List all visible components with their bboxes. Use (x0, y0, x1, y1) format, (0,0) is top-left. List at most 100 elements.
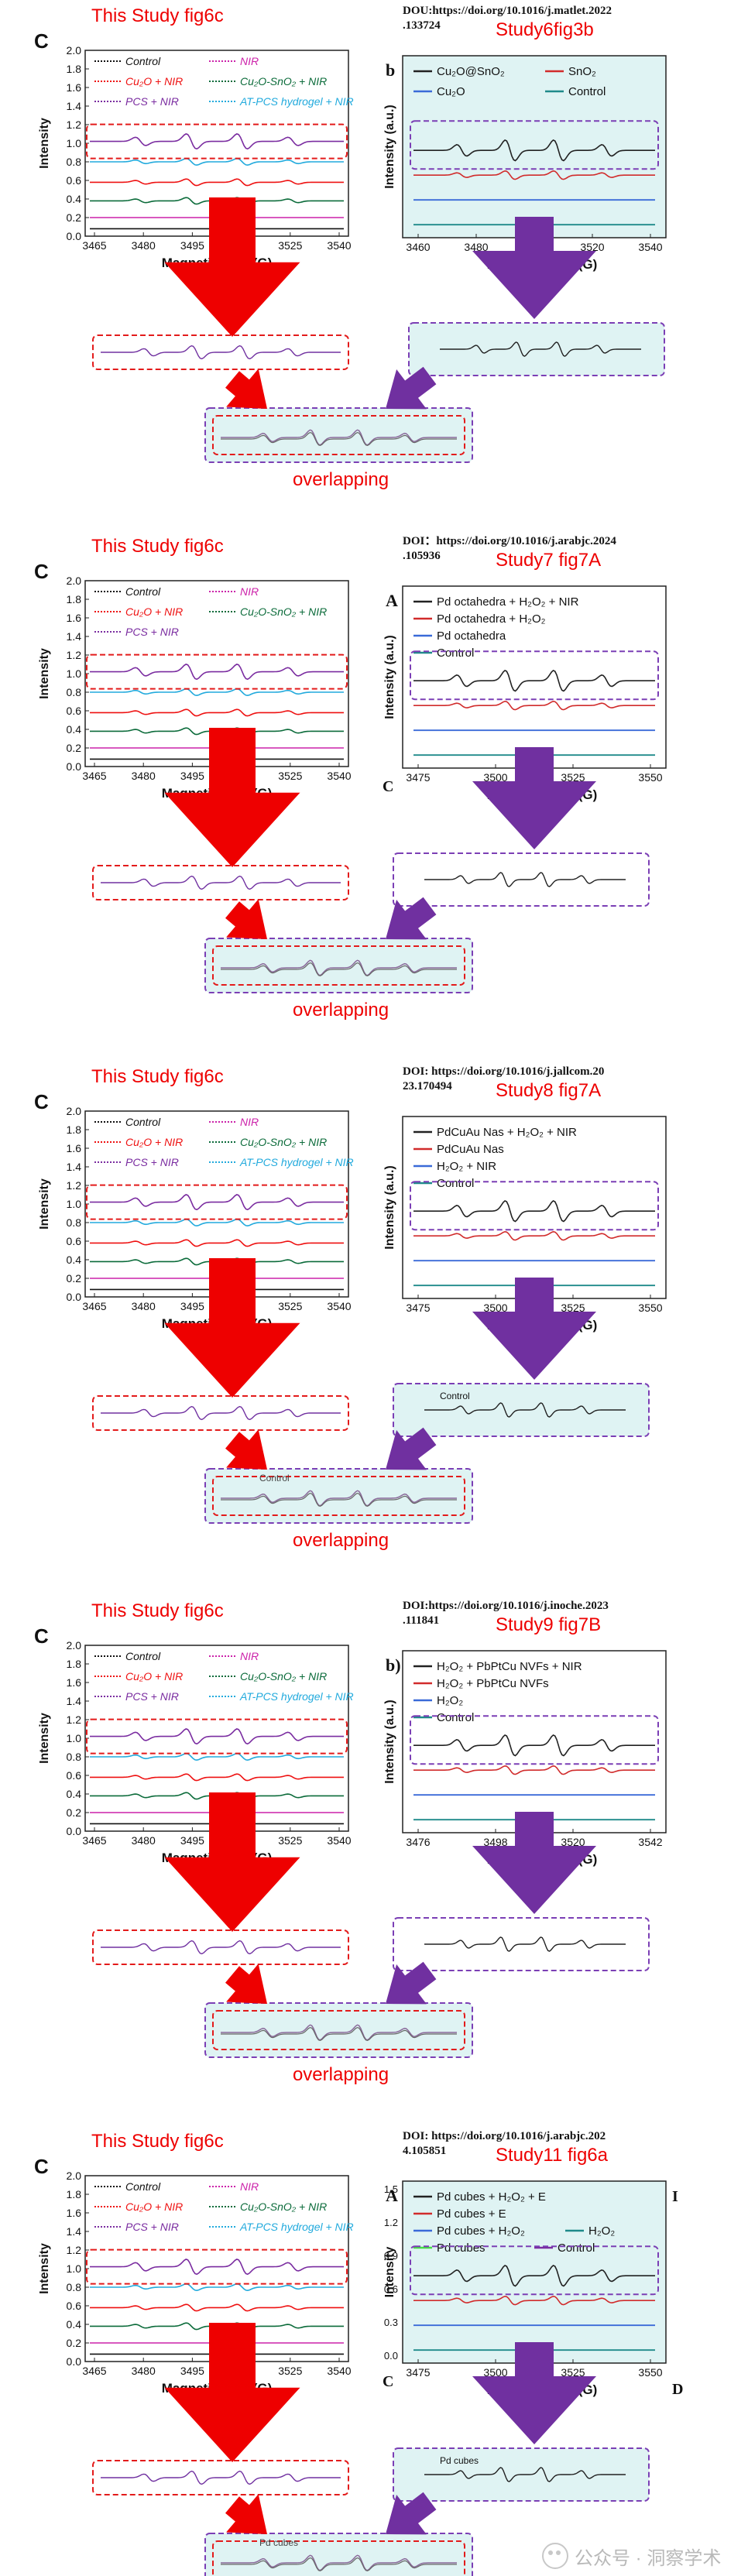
legend-entry: PCS + NIR (125, 1690, 179, 1703)
x-tick-label: 3465 (82, 2365, 106, 2377)
legend-entry: Cu₂O + NIR (125, 75, 183, 87)
legend-entry: SnO₂ (568, 65, 596, 78)
y-tick-label: 2.0 (67, 575, 82, 587)
x-tick-label: 3460 (406, 241, 430, 253)
y-tick-label: 2.0 (67, 1105, 82, 1117)
doi-text: .111841 (403, 1614, 439, 1627)
overlap-box-red (212, 945, 465, 986)
overlap-bg (205, 1469, 472, 1523)
overlap-signal-b (221, 962, 457, 977)
y-tick-label: 1.4 (67, 1161, 82, 1173)
purple-diagonal-arrow (386, 2492, 437, 2535)
extracted-box-purple (393, 1383, 650, 1437)
x-tick-label: 3540 (327, 1834, 351, 1847)
legend-entry: Pd cubes + E (437, 2207, 506, 2221)
legend-entry: Cu₂O-SnO₂ + NIR (240, 1136, 327, 1148)
overlap-box-red (212, 1476, 465, 1516)
purple-diagonal-arrow (386, 1427, 437, 1470)
doi-text: 23.170494 (403, 1080, 452, 1092)
legend-entry: NIR (240, 2180, 259, 2193)
legend-entry: PCS + NIR (125, 2221, 179, 2233)
y-tick-label: 1.6 (67, 2207, 82, 2219)
legend-entry: H₂O₂ + NIR (437, 1160, 496, 1173)
legend-entry: Cu₂O (437, 85, 465, 98)
y-tick-label: 0.8 (67, 2281, 82, 2293)
x-tick-label: 3525 (278, 239, 302, 252)
legend-entry: PCS + NIR (125, 626, 179, 638)
x-tick-label: 3500 (483, 771, 507, 784)
y-tick-label: 1.0 (67, 1198, 82, 1210)
comparison-block: This Study fig6cC34653480349535103525354… (34, 535, 667, 1020)
y-tick-label: 1.2 (384, 2217, 398, 2228)
overlapping-label: overlapping (293, 2064, 389, 2085)
x-tick-label: 3525 (561, 1302, 585, 1314)
x-tick-label: 3550 (638, 1302, 662, 1314)
overlap-signal-b (221, 431, 457, 447)
overlap-box-red (212, 2540, 465, 2576)
legend-entry: NIR (240, 55, 259, 67)
highlight-box-purple (410, 2245, 659, 2296)
extracted-signal (440, 341, 641, 357)
spectrum-trace (90, 133, 344, 150)
extracted-signal (424, 1936, 626, 1952)
x-tick-label: 3475 (406, 1302, 430, 1314)
x-tick-label: 3540 (327, 1300, 351, 1312)
legend-entry: NIR (240, 1650, 259, 1662)
x-tick-label: 3500 (483, 2366, 507, 2379)
overlap-box-red (212, 415, 465, 455)
spectrum-trace (413, 669, 655, 692)
legend-entry: Pd cubes + H₂O₂ (437, 2224, 525, 2238)
doi-text: .133724 (403, 19, 441, 32)
wechat-icon (542, 2543, 568, 2569)
y-tick-label: 0.0 (67, 230, 82, 242)
extracted-signal (101, 345, 341, 360)
y-tick-label: 0.8 (67, 156, 82, 168)
y-tick-label: 1.0 (67, 2262, 82, 2275)
y-tick-label: 0.0 (67, 1825, 82, 1837)
comparison-block: This Study fig6cC34653480349535103525354… (34, 1065, 667, 1551)
x-tick-label: 3540 (327, 770, 351, 782)
x-tick-label: 3550 (638, 2366, 662, 2379)
x-tick-label: 3540 (327, 239, 351, 252)
legend-entry: Cu₂O-SnO₂ + NIR (240, 75, 327, 87)
x-tick-label: 3540 (638, 241, 662, 253)
x-tick-label: 3465 (82, 770, 106, 782)
spectrum-trace (90, 664, 344, 681)
extracted-signal (424, 2467, 626, 2482)
spectrum-trace (413, 1199, 655, 1223)
legend-entry: Cu₂O@SnO₂ (437, 65, 505, 78)
panel-letter: I (672, 2188, 678, 2205)
overlap-signal-a (221, 959, 457, 976)
doi-text: DOI: https://doi.org/10.1016/j.arabjc.20… (403, 2130, 606, 2142)
y-tick-label: 0.0 (384, 2350, 398, 2362)
y-tick-label: 0.2 (67, 211, 82, 224)
x-tick-label: 3480 (132, 239, 156, 252)
red-down-arrow (164, 1792, 300, 1932)
y-tick-label: 0.8 (67, 1216, 82, 1229)
legend-entry: AT-PCS hydrogel + NIR (239, 95, 354, 108)
y-tick-label: 0.6 (67, 1769, 82, 1782)
y-axis-label: Intensity (a.u.) (383, 635, 396, 719)
study-caption: Study11 fig6a (496, 2145, 609, 2166)
panel-letter: C (34, 560, 49, 583)
legend-entry: Control (125, 1116, 161, 1128)
y-axis-label: Intensity (a.u.) (383, 105, 396, 188)
y-tick-label: 1.8 (67, 1123, 82, 1136)
study-caption: Study9 fig7B (496, 1614, 601, 1635)
x-tick-label: 3480 (464, 241, 488, 253)
x-tick-label: 3498 (483, 1836, 507, 1848)
x-tick-label: 3550 (638, 771, 662, 784)
inner-label: Control (440, 1391, 470, 1401)
doi-text: DOU:https://doi.org/10.1016/j.matlet.202… (403, 5, 612, 17)
red-diagonal-arrow (225, 369, 267, 409)
y-tick-label: 1.8 (67, 593, 82, 605)
y-tick-label: 1.0 (67, 137, 82, 149)
legend-entry: Control (437, 647, 474, 660)
y-tick-label: 0.4 (67, 1254, 82, 1266)
extracted-box-red (92, 1395, 349, 1431)
x-tick-label: 3525 (278, 2365, 302, 2377)
red-down-arrow (164, 1258, 300, 1398)
y-tick-label: 1.0 (67, 667, 82, 680)
x-tick-label: 3525 (561, 771, 585, 784)
